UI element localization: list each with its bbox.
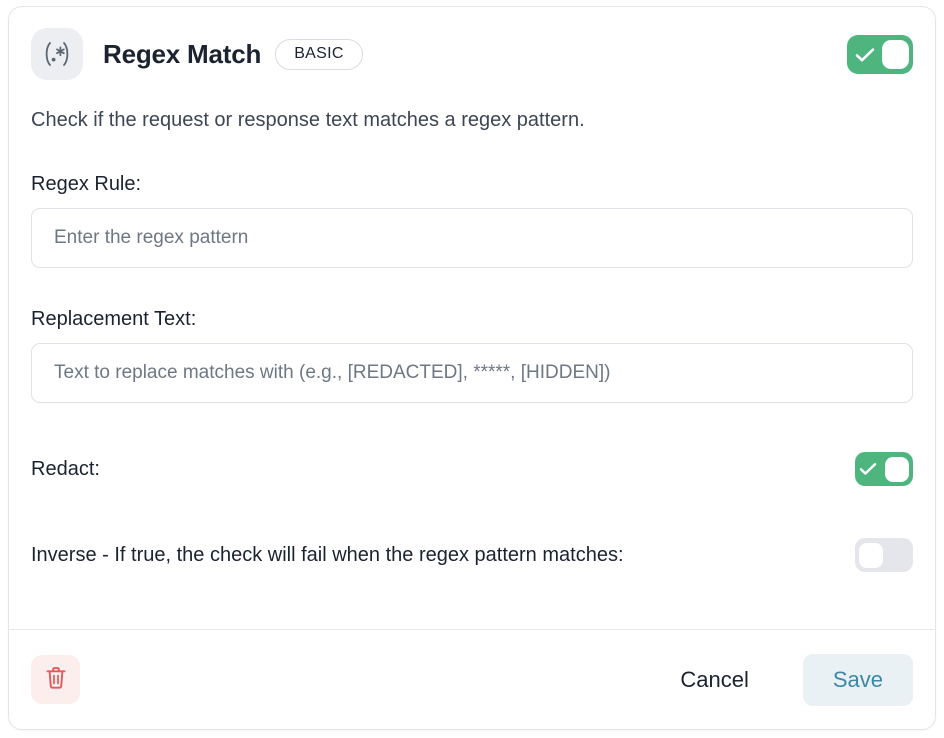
regex-rule-input[interactable] (31, 208, 913, 268)
status-badge: BASIC (275, 38, 363, 70)
card-footer: Cancel Save (9, 629, 935, 729)
save-button[interactable]: Save (802, 653, 913, 706)
card-description: Check if the request or response text ma… (31, 109, 585, 131)
toggle-knob (885, 456, 909, 482)
redact-label: Redact: (31, 458, 100, 480)
card-body: Regex Match BASIC Check if the request o… (9, 7, 935, 629)
inverse-toggle[interactable] (855, 538, 913, 572)
regex-match-card: Regex Match BASIC Check if the request o… (8, 6, 936, 730)
redact-row: Redact: (31, 452, 913, 486)
replacement-text-label: Replacement Text: (31, 308, 197, 330)
delete-button[interactable] (31, 655, 80, 704)
toggle-knob (882, 40, 909, 69)
inverse-label: Inverse - If true, the check will fail w… (31, 544, 624, 566)
enable-check-toggle[interactable] (847, 35, 913, 74)
page-title: Regex Match (103, 38, 262, 69)
check-icon (859, 462, 877, 476)
card-header: Regex Match BASIC (31, 23, 913, 85)
regex-rule-label: Regex Rule: (31, 173, 142, 195)
replacement-text-input[interactable] (31, 343, 913, 403)
redact-toggle[interactable] (855, 452, 913, 486)
cancel-button[interactable]: Cancel (666, 657, 762, 703)
regex-icon (31, 28, 83, 80)
trash-icon (44, 665, 68, 694)
inverse-row: Inverse - If true, the check will fail w… (31, 538, 913, 572)
check-icon (855, 47, 875, 63)
toggle-knob (859, 542, 883, 568)
